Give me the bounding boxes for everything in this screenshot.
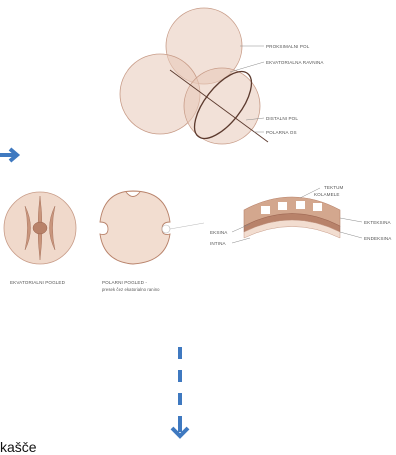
- label-endeksina: ENDEKSINA: [364, 236, 392, 241]
- arrow-shaft: [178, 416, 182, 432]
- column-gap-2: [278, 202, 287, 210]
- column-gap-4: [313, 203, 322, 211]
- zoom-marker: [162, 225, 170, 233]
- bottom-text-fragment: kašče: [0, 439, 37, 455]
- pore-center: [33, 222, 47, 234]
- label-ekvatorialna-ravnina: EKVATORIALNA RAVNINA: [266, 60, 324, 65]
- label-proksimalni-pol: PROKSIMALNI POL: [266, 44, 310, 49]
- column-gap-3: [296, 201, 305, 209]
- right-arrow-icon: [0, 149, 17, 161]
- dash-2: [178, 370, 182, 382]
- leader-endeksina: [340, 232, 362, 238]
- leader-intina: [232, 238, 250, 243]
- label-tektum: TEKTUM: [324, 185, 344, 190]
- down-arrow-icon: [172, 347, 188, 436]
- label-distalni-pol: DISTALNI POL: [266, 116, 298, 121]
- label-kolumele: KOLAMELE: [314, 192, 340, 197]
- dash-1: [178, 347, 182, 359]
- zoom-connector-line: [170, 223, 204, 229]
- equatorial-view-grain: [4, 192, 76, 264]
- polar-view-grain: [100, 191, 170, 264]
- column-gap-1: [261, 206, 270, 214]
- leader-ekteksina: [340, 218, 362, 222]
- label-polarni-pogled-1: POLARNI POGLED -: [102, 280, 147, 285]
- label-ekvatorialni-pogled: EKVATORIALNI POGLED: [10, 280, 66, 285]
- label-polarna-os: POLARNA OS: [266, 130, 297, 135]
- label-intina: INTINA: [210, 241, 226, 246]
- wall-cross-section: [244, 197, 340, 238]
- pollen-grain-cluster: [120, 8, 268, 148]
- dash-3: [178, 393, 182, 405]
- label-ekteksina: EKTEKSINA: [364, 220, 392, 225]
- label-polarni-pogled-2: presek čez ekatorialno ranino: [102, 287, 160, 292]
- label-eksina: EKSINA: [210, 230, 228, 235]
